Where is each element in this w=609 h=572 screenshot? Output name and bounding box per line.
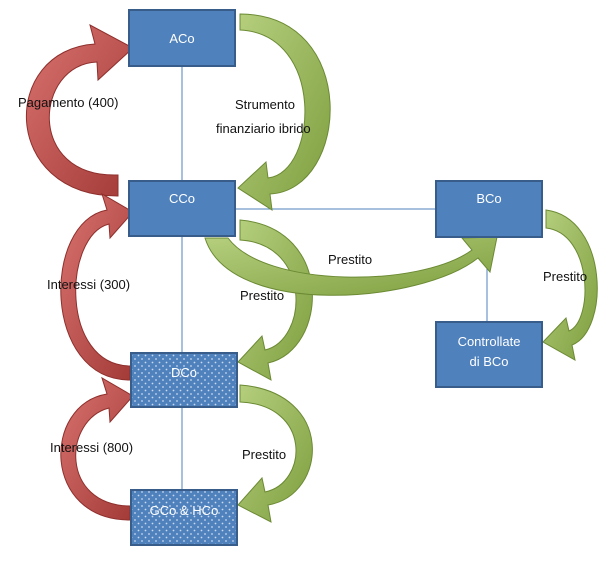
- entity-aco: ACo: [128, 9, 236, 67]
- box-bco: [435, 180, 543, 238]
- loan-arrows: [204, 13, 598, 523]
- label-prestito-cco-dco: Prestito: [240, 288, 284, 303]
- label-prestito-bco-controllate: Prestito: [543, 269, 587, 284]
- label-strumento-line1: Strumento: [235, 97, 295, 112]
- label-pagamento: Pagamento (400): [18, 95, 118, 110]
- box-controllate-bco: [435, 321, 543, 388]
- loan-arrow-cco-dco: [237, 219, 313, 381]
- entity-gco-hco: GCo & HCo: [130, 489, 238, 546]
- controllate-label-line2: di BCo: [469, 354, 508, 369]
- label-interessi-300: Interessi (300): [47, 277, 130, 292]
- box-cco: [128, 180, 236, 237]
- box-gco-hco: [130, 489, 238, 546]
- label-prestito-cco-bco: Prestito: [328, 252, 372, 267]
- controllate-label-line1: Controllate: [458, 334, 521, 349]
- loan-arrow-cco-bco: [204, 236, 498, 296]
- entity-controllate-bco: Controllate di BCo: [435, 321, 543, 388]
- payment-arrow-interessi-800: [60, 376, 134, 521]
- label-strumento-line2: finanziario ibrido: [216, 121, 311, 136]
- entity-dco: DCo: [130, 352, 238, 408]
- box-dco: [130, 352, 238, 408]
- payment-arrows: [25, 24, 134, 521]
- edge-labels: Pagamento (400) Strumento finanziario ib…: [18, 95, 587, 462]
- loan-arrow-dco-gco: [237, 384, 313, 523]
- cco-label: CCo: [169, 191, 195, 206]
- entity-cco: CCo: [128, 180, 236, 237]
- label-interessi-800: Interessi (800): [50, 440, 133, 455]
- label-prestito-dco-gco: Prestito: [242, 447, 286, 462]
- aco-label: ACo: [169, 31, 194, 46]
- bco-label: BCo: [476, 191, 501, 206]
- loan-arrow-strumento: [237, 13, 331, 212]
- entity-bco: BCo: [435, 180, 543, 238]
- payment-arrow-interessi-300: [60, 192, 134, 381]
- dco-label: DCo: [171, 365, 197, 380]
- payment-arrow-pagamento: [25, 24, 134, 197]
- loan-arrow-bco-controllate: [542, 209, 598, 361]
- box-aco: [128, 9, 236, 67]
- gco-hco-label: GCo & HCo: [150, 503, 219, 518]
